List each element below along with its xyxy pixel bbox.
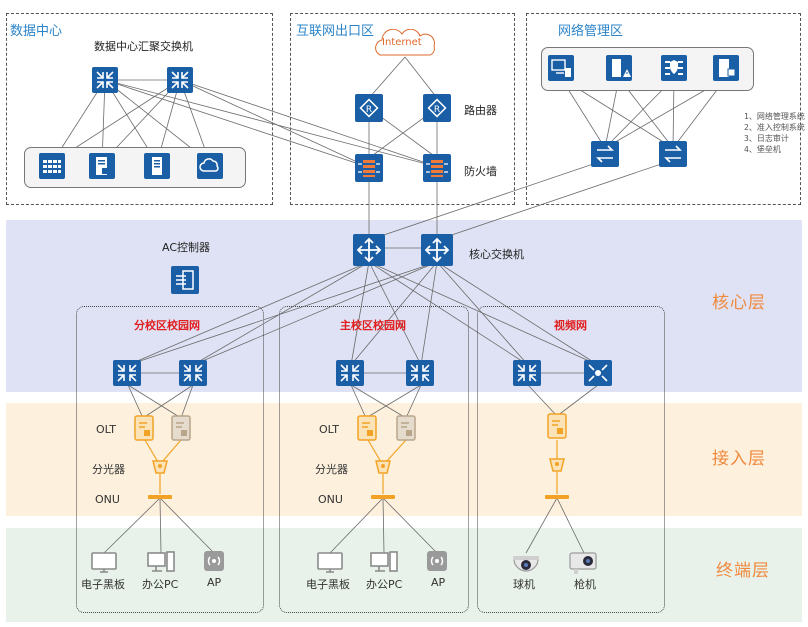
database-server-icon — [89, 153, 115, 179]
svg-text:R: R — [434, 105, 440, 115]
branch-ap-label: AP — [207, 576, 222, 589]
router-2-icon: R — [423, 94, 451, 122]
network-mgmt-system-icon — [548, 55, 574, 81]
main-olt-2-icon — [396, 415, 416, 441]
video-switch-2-icon — [584, 360, 612, 386]
main-onu-label: ONU — [318, 493, 343, 506]
mgmt-legend-item-4: 4、堡垒机 — [744, 145, 781, 154]
branch-ap-icon — [204, 551, 224, 571]
internet-exit-zone — [290, 13, 515, 205]
main-splitter-label: 分光器 — [315, 463, 348, 476]
main-office-pc-label: 办公PC — [366, 578, 403, 591]
video-network-box — [477, 306, 665, 613]
video-splitter-icon — [549, 458, 565, 472]
branch-olt-2-icon — [171, 415, 191, 441]
terminal-layer-label: 终端层 — [716, 561, 770, 581]
branch-splitter-label: 分光器 — [92, 463, 125, 476]
branch-onu-label: ONU — [95, 493, 120, 506]
firewall-label: 防火墙 — [464, 165, 497, 178]
video-onu-icon — [545, 495, 569, 499]
cloud-service-icon — [197, 153, 223, 179]
main-onu-icon — [371, 495, 395, 499]
main-switch-1-icon — [336, 360, 364, 386]
main-campus-box — [279, 306, 469, 613]
datacenter-zone — [6, 13, 273, 205]
router-1-icon: R — [355, 94, 383, 122]
mgmt-switch-1-icon — [591, 141, 619, 167]
internet-cloud-icon — [375, 29, 435, 56]
main-olt-1-icon — [357, 415, 377, 441]
firewall-2-icon — [423, 154, 451, 182]
dome-camera-icon — [513, 556, 539, 572]
bullet-camera-label: 枪机 — [574, 578, 596, 591]
branch-onu-icon — [148, 495, 172, 499]
branch-splitter-icon — [152, 460, 168, 474]
datacenter-zone-title: 数据中心 — [10, 24, 63, 39]
branch-switch-1-icon — [113, 360, 141, 386]
router-label: 路由器 — [464, 104, 497, 117]
ac-controller-icon — [171, 266, 199, 294]
main-olt-label: OLT — [319, 423, 339, 436]
dc-aggregation-switch-1-icon — [92, 67, 118, 93]
main-ap-icon — [427, 551, 447, 571]
main-splitter-icon — [375, 460, 391, 474]
netmgmt-zone-title: 网络管理区 — [558, 24, 624, 39]
branch-olt-label: OLT — [96, 423, 116, 436]
main-switch-2-icon — [406, 360, 434, 386]
bastion-host-icon — [713, 55, 739, 81]
netmgmt-zone — [526, 13, 801, 205]
branch-campus-box — [76, 306, 264, 613]
log-audit-icon — [661, 55, 687, 81]
video-switch-1-icon — [513, 360, 541, 386]
svg-text:R: R — [366, 105, 372, 115]
branch-smart-board-label: 电子黑板 — [81, 578, 125, 591]
mgmt-switch-2-icon — [659, 141, 687, 167]
access-control-system-icon — [606, 55, 632, 81]
main-smart-board-label: 电子黑板 — [306, 578, 350, 591]
firewall-1-icon — [355, 154, 383, 182]
terminal-layer-band — [6, 528, 802, 622]
branch-campus-title: 分校区校园网 — [134, 319, 200, 332]
core-layer-label: 核心层 — [712, 293, 766, 313]
mgmt-legend-item-1: 1、网络管理系统 — [744, 112, 805, 121]
core-switch-2-icon — [421, 234, 453, 266]
branch-office-pc-label: 办公PC — [142, 578, 179, 591]
main-ap-label: AP — [431, 576, 446, 589]
dome-camera-label: 球机 — [513, 578, 535, 591]
server-icon — [144, 153, 170, 179]
branch-smart-board-icon — [91, 552, 117, 573]
main-campus-title: 主校区校园网 — [340, 319, 406, 332]
branch-olt-1-icon — [134, 415, 154, 441]
ac-controller-label: AC控制器 — [162, 241, 211, 254]
dc-switch-label: 数据中心汇聚交换机 — [94, 40, 193, 53]
mgmt-legend: 1、网络管理系统 2、准入控制系统 3、日志审计 4、堡垒机 — [744, 111, 805, 155]
video-olt-icon — [547, 413, 567, 439]
branch-switch-2-icon — [179, 360, 207, 386]
branch-office-pc-icon — [147, 551, 175, 572]
internet-label: Internet — [382, 37, 422, 48]
mgmt-legend-item-2: 2、准入控制系统 — [744, 123, 805, 132]
access-layer-label: 接入层 — [712, 449, 766, 469]
core-switch-1-icon — [353, 234, 385, 266]
main-smart-board-icon — [317, 552, 343, 573]
mgmt-legend-item-3: 3、日志审计 — [744, 134, 789, 143]
bullet-camera-icon — [569, 552, 597, 574]
dc-aggregation-switch-2-icon — [167, 67, 193, 93]
core-switch-label: 核心交换机 — [469, 248, 524, 261]
storage-array-icon — [39, 153, 65, 179]
internet-exit-zone-title: 互联网出口区 — [296, 24, 375, 39]
main-office-pc-icon — [370, 551, 398, 572]
video-network-title: 视频网 — [554, 319, 587, 332]
